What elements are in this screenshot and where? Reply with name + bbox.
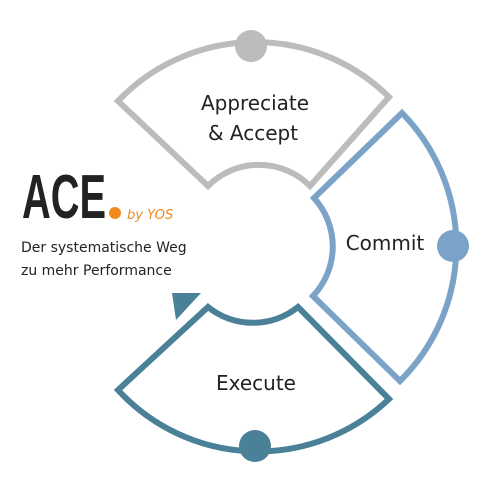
segment-appreciate-node — [235, 30, 267, 62]
segment-commit-node — [437, 230, 469, 262]
segment-commit-outline — [308, 108, 460, 386]
segment-appreciate-label-line1: Appreciate — [201, 91, 309, 115]
segment-execute-node — [239, 430, 271, 462]
brand-by-line: by YOS — [127, 208, 173, 223]
brand-title: ACE — [22, 163, 106, 232]
segment-appreciate-label-line2: & Accept — [208, 121, 298, 145]
segment-execute-outline — [113, 302, 394, 455]
segment-appreciate-outline — [113, 39, 394, 191]
tagline-line1: Der systematische Weg — [21, 240, 187, 256]
brand-accent-dot — [109, 207, 121, 219]
segment-commit-label: Commit — [346, 231, 425, 255]
tagline-line2: zu mehr Performance — [21, 263, 172, 279]
segment-execute-label: Execute — [216, 371, 296, 395]
cycle-arrow-icon — [172, 293, 201, 320]
